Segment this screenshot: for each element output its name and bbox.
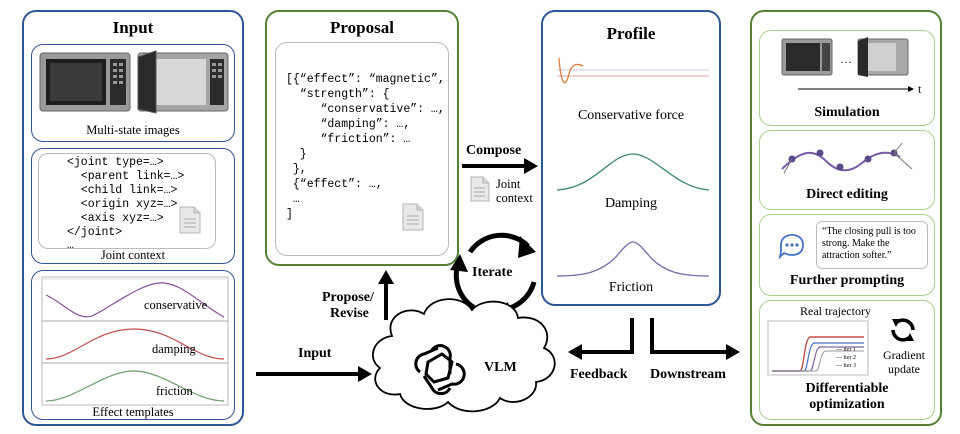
downstream-panel: … t Simulation Direct editing “The closi… [750,10,942,426]
optimization-line-2: optimization [809,397,885,412]
differentiable-optimization-panel: Real trajectory — iter 1 — iter 2 — iter… [759,300,935,420]
joint-code-box: <joint type=…> <parent link=…> <child li… [38,153,216,252]
time-axis-label: t [918,82,922,96]
optimization-line-1: Differentiable [805,381,889,396]
simulation-label: Simulation [814,105,880,120]
joint-code-line-5: <axis xyz=…> [67,212,164,225]
input-panel: Input Multi-state [22,10,244,426]
profile-panel: Profile Conservative force Damping Frict… [541,10,721,306]
proposal-code-line-10: ] [286,208,293,221]
joint-code-line-7: … [67,239,74,252]
joint-context-label-2: context [496,191,533,205]
template-label-friction: friction [156,384,193,398]
joint-caption: Joint context [100,248,166,262]
simulation-panel: … t Simulation [759,30,935,126]
effect-templates-panel: conservative damping friction Effect tem… [31,270,235,420]
document-icon [402,203,424,231]
compose-label: Compose [466,143,522,158]
profile-title: Profile [606,24,656,43]
gradient-line-2: update [888,362,920,376]
input-title: Input [112,18,154,37]
direct-editing-panel: Direct editing [759,130,935,210]
trajectory-plot [767,320,869,376]
editing-curve [781,142,913,174]
joint-code-line-2: <parent link=…> [67,170,185,183]
joint-code-line-6: </joint> [67,226,123,239]
templates-plot [41,276,229,406]
profile-item-damping: Damping [604,196,658,211]
direct-editing-label: Direct editing [806,187,888,202]
proposal-code-line-2: “strength”: { [286,88,390,101]
legend-item-1: — iter 1 [836,347,856,353]
templates-caption: Effect templates [92,405,174,419]
damping-plot [556,153,710,191]
joint-code-line-1: <joint type=…> [67,156,164,169]
further-prompting-panel: “The closing pull is too strong. Make th… [759,214,935,296]
legend-item-3: — iter 3 [836,363,856,369]
proposal-code-line-6: } [286,148,307,161]
multi-state-images-panel: Multi-state images [31,44,235,142]
proposal-code-line-5: “friction”: … [286,133,411,146]
proposal-code-line-9: … [286,193,300,206]
template-label-damping: damping [152,342,196,356]
template-label-conservative: conservative [144,298,208,312]
simulation-ellipsis: … [840,52,852,66]
friction-plot [556,241,710,277]
propose-label-2: Revise [330,306,369,321]
document-icon [470,176,490,202]
proposal-code-line-1: [{“effect”: “magnetic”, [286,73,445,86]
gradient-line-1: Gradient [883,348,925,362]
iterate-label: Iterate [472,265,513,280]
proposal-panel: Proposal [{“effect”: “magnetic”, “streng… [265,10,459,266]
proposal-title: Proposal [330,18,394,37]
proposal-code-box: [{“effect”: “magnetic”, “strength”: { “c… [275,42,449,256]
downstream-label: Downstream [650,367,726,382]
proposal-code-line-7: }, [286,163,307,176]
prompt-quote-box: “The closing pull is too strong. Make th… [816,221,928,269]
prompt-quote: “The closing pull is too strong. Make th… [822,226,916,261]
input-arrow-label: Input [298,346,332,361]
chat-bubble-icon [778,234,804,260]
legend-item-2: — iter 2 [836,355,856,361]
proposal-code-line-8: {“effect”: …, [286,178,383,191]
joint-code-line-3: <child link=…> [67,184,178,197]
document-icon [179,206,201,234]
conservative-force-plot [557,57,709,84]
refresh-icon [891,318,915,342]
microwave-images [39,50,229,114]
profile-item-conservative: Conservative force [577,108,685,123]
simulation-microwaves [781,37,914,92]
joint-context-panel: <joint type=…> <parent link=…> <child li… [31,148,235,264]
joint-code-line-4: <origin xyz=…> [67,198,178,211]
further-prompting-label: Further prompting [789,273,905,288]
images-caption: Multi-state images [86,123,180,137]
joint-context-label-1: Joint [496,177,521,191]
proposal-code-line-3: “conservative”: …, [286,103,445,116]
propose-label-1: Propose/ [322,290,374,305]
profile-item-friction: Friction [608,280,654,295]
feedback-label: Feedback [570,367,628,382]
real-trajectory-label: Real trajectory [800,304,871,318]
proposal-code-line-4: “damping”: …, [286,118,411,131]
vlm-label: VLM [484,360,517,375]
